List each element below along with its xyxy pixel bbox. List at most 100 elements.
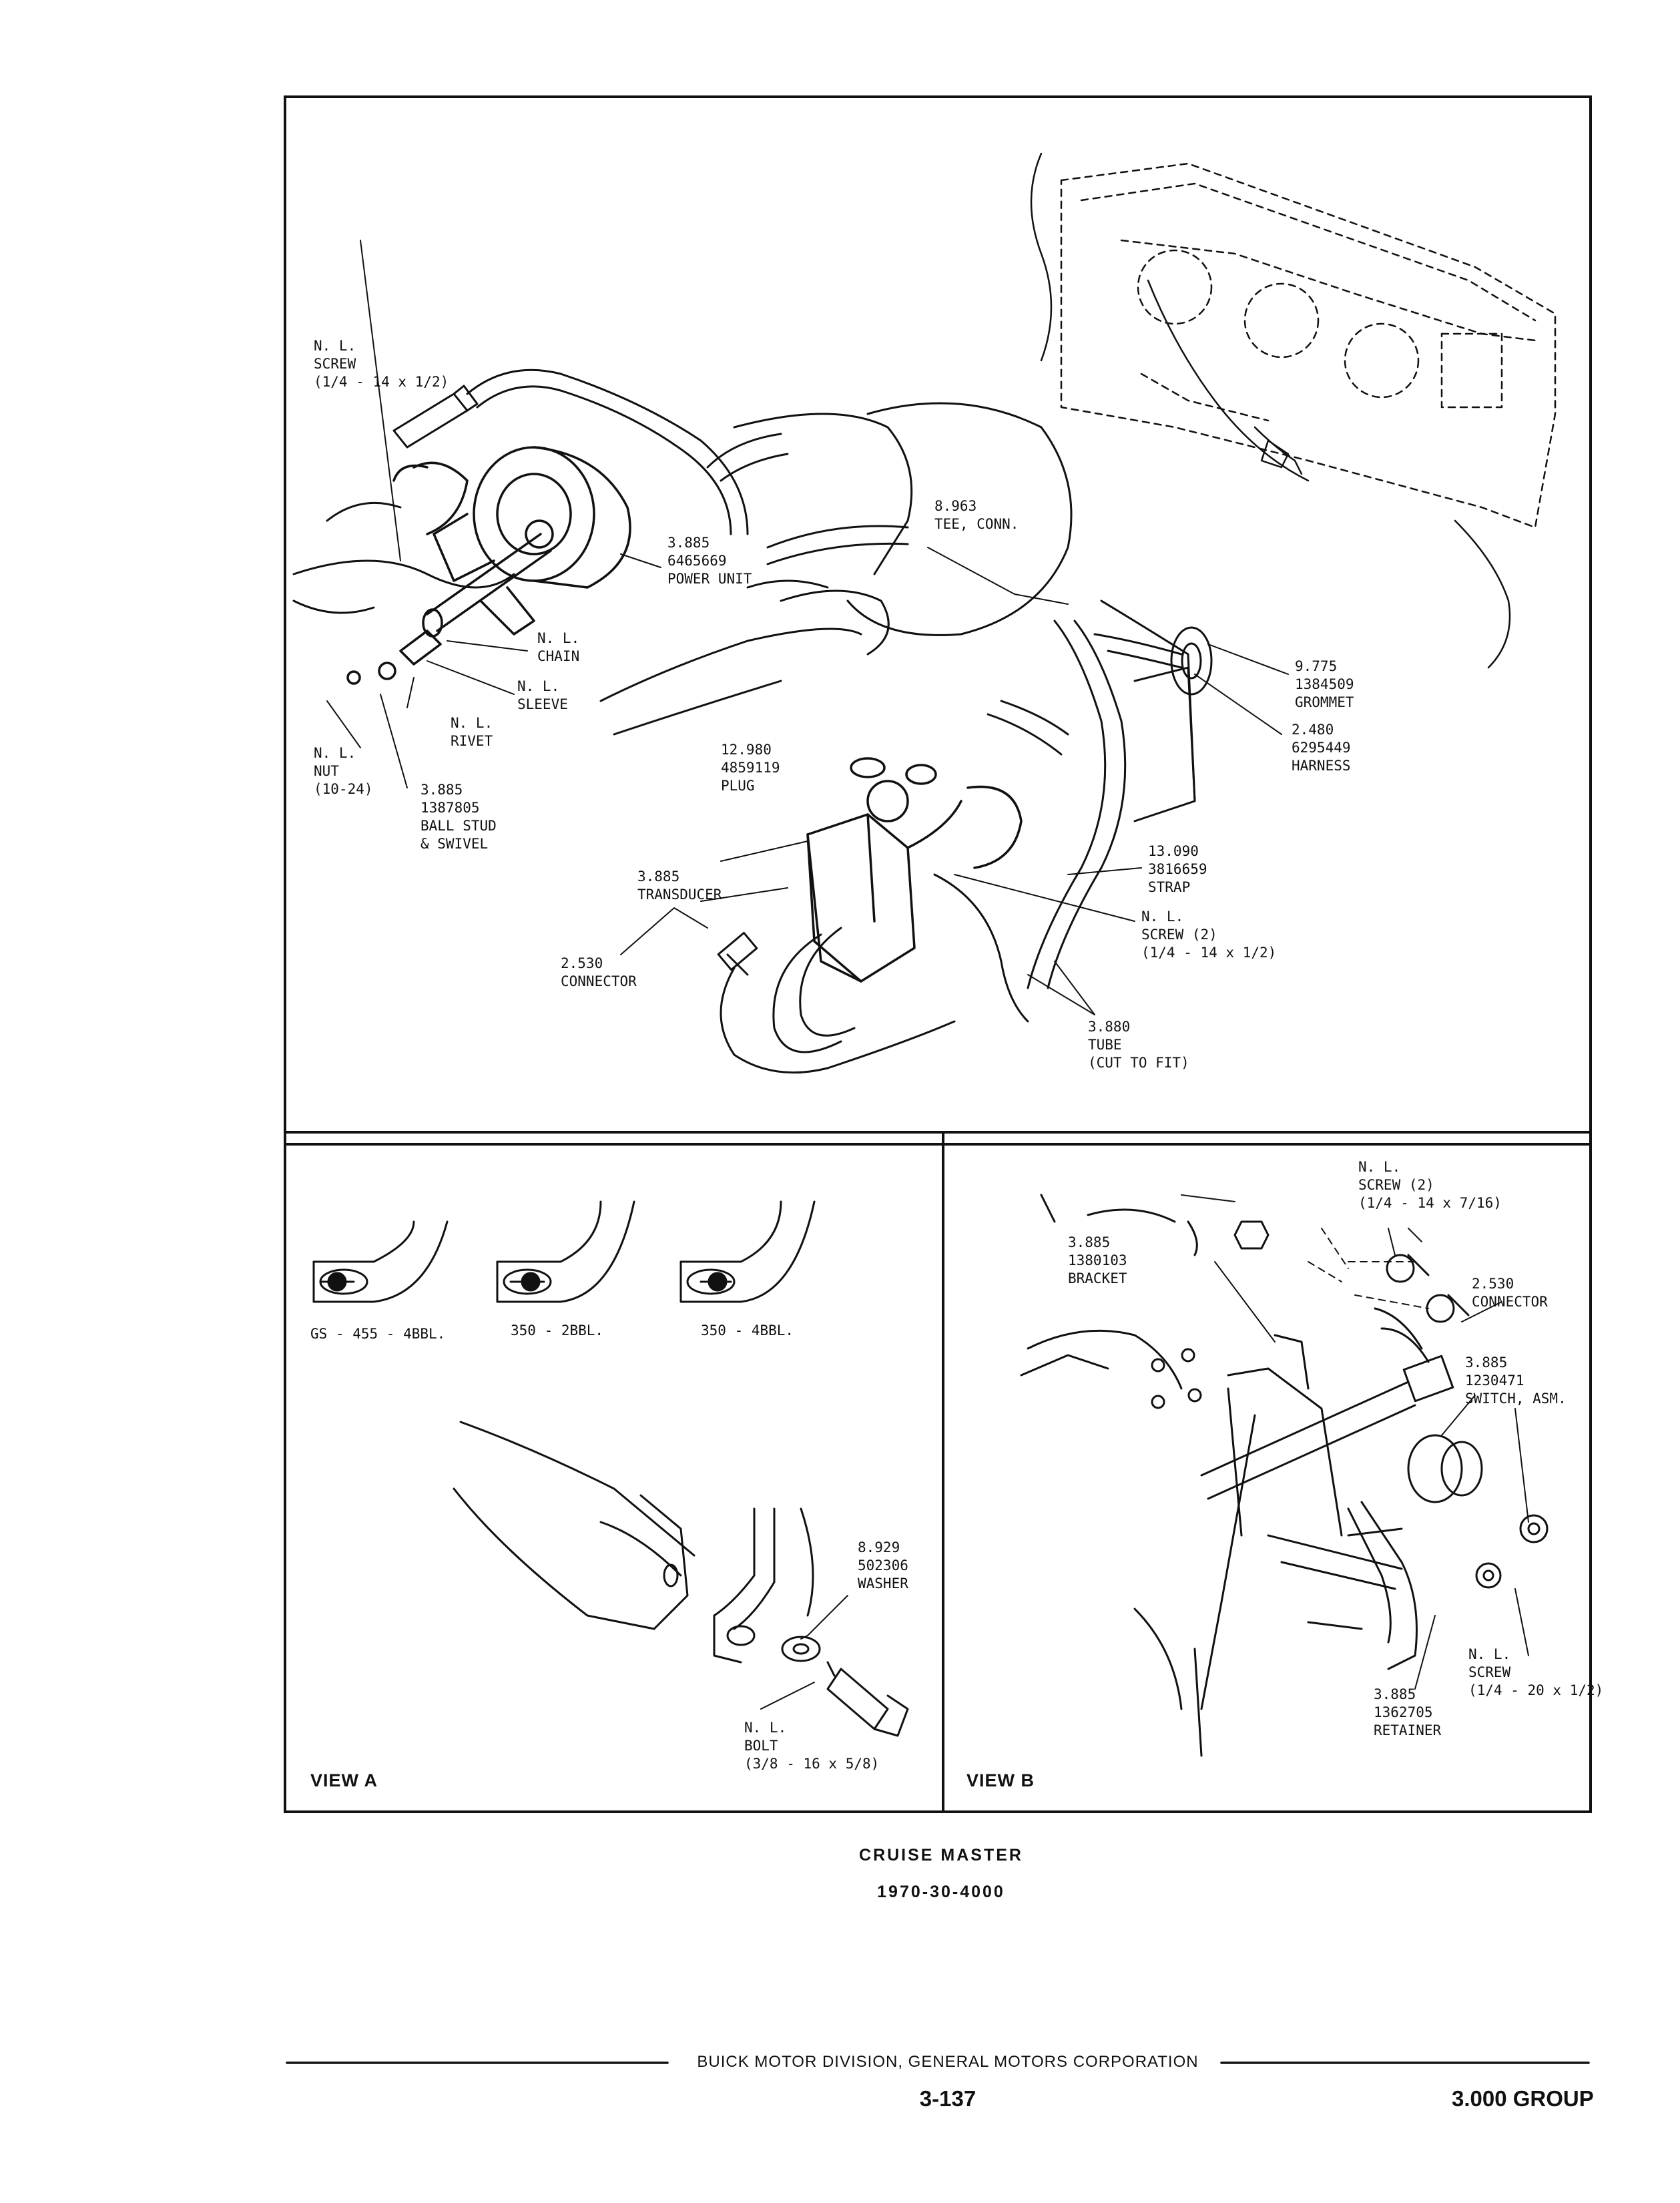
figure-caption-title: CRUISE MASTER	[859, 1846, 1023, 1865]
label-rivet: N. L. RIVET	[451, 714, 493, 750]
part-number: 3.885	[1374, 1686, 1416, 1702]
part-number: N. L.	[517, 678, 560, 694]
part-name: WASHER	[858, 1575, 908, 1592]
part-number: 3.885	[637, 869, 680, 885]
part-name: BOLT	[744, 1738, 778, 1754]
part-number: N. L.	[314, 745, 356, 761]
part-name: TEE, CONN.	[934, 516, 1019, 532]
footer-division: BUICK MOTOR DIVISION, GENERAL MOTORS COR…	[697, 2053, 1199, 2071]
part-name: SLEEVE	[517, 696, 568, 712]
part-id: 1230471	[1465, 1373, 1524, 1389]
part-number: N. L.	[314, 338, 356, 354]
harness	[987, 620, 1213, 989]
label-nut: N. L. NUT (10-24)	[314, 744, 373, 798]
footer-page-number: 3-137	[919, 2086, 976, 2111]
label-view-b-screw-top: N. L.SCREW (2)(1/4 - 14 x 7/16)	[1358, 1158, 1502, 1212]
part-name: SCREW	[314, 356, 356, 372]
part-number: 13.090	[1148, 843, 1199, 859]
figure-caption-code: 1970-30-4000	[877, 1883, 1005, 1901]
part-name: GROMMET	[1295, 694, 1354, 710]
part-number: 2.530	[561, 955, 603, 971]
hoses	[466, 369, 909, 565]
label-screw-top-left: N. L. SCREW (1/4 - 14 x 1/2)	[314, 337, 449, 391]
view-a-positions	[312, 1200, 816, 1303]
part-number: 3.885	[1068, 1234, 1111, 1250]
part-number: N. L.	[1468, 1646, 1511, 1662]
tube-loops	[717, 873, 1029, 1074]
part-name: HARNESS	[1292, 758, 1351, 774]
part-name: POWER UNIT	[667, 571, 752, 587]
view-a-throttle	[453, 1421, 909, 1737]
view-a-position-2-label: 350 - 2BBL.	[511, 1322, 604, 1338]
part-spec: (1/4 - 14 x 1/2)	[314, 374, 449, 390]
leader-lines-main	[326, 547, 1289, 1015]
part-name: SCREW	[1468, 1664, 1511, 1680]
main-illustration-frame	[284, 95, 1592, 1146]
part-name: STRAP	[1148, 879, 1191, 895]
part-id: 502306	[858, 1557, 908, 1573]
part-spec: (1/4 - 20 x 1/2)	[1468, 1682, 1604, 1698]
part-name: BALL STUD	[421, 818, 497, 834]
part-number: 8.929	[858, 1539, 900, 1555]
part-number: 2.480	[1292, 722, 1334, 738]
part-number: N. L.	[451, 715, 493, 731]
part-name: CHAIN	[537, 648, 580, 664]
part-spec: (1/4 - 14 x 1/2)	[1141, 945, 1277, 961]
part-number: 8.963	[934, 498, 977, 514]
footer-group: 3.000 GROUP	[1452, 2086, 1594, 2111]
engine-outline	[292, 402, 1196, 822]
dashboard-solid	[1030, 152, 1511, 669]
view-b-leaders	[1308, 1228, 1429, 1309]
dashboard-outline	[1060, 162, 1557, 529]
part-number: 9.775	[1295, 658, 1338, 674]
part-number: 3.885	[667, 535, 710, 551]
part-number: 2.530	[1472, 1276, 1514, 1292]
part-name: PLUG	[721, 778, 755, 794]
part-name: NUT	[314, 763, 339, 779]
part-spec: (10-24)	[314, 781, 373, 797]
part-name: TUBE	[1088, 1037, 1122, 1053]
part-name: TRANSDUCER	[637, 887, 722, 903]
view-a-position-3-label: 350 - 4BBL.	[701, 1322, 794, 1338]
view-b-assembly	[1020, 1194, 1549, 1757]
label-chain: N. L.CHAIN	[537, 630, 579, 666]
view-b-title: VIEW B	[966, 1770, 1035, 1790]
label-view-b-screw-bottom: N. L. SCREW (1/4 - 20 x 1/2)	[1468, 1646, 1603, 1700]
view-b-solid-leaders	[1181, 1194, 1529, 1690]
part-number: 12.980	[721, 742, 772, 758]
part-id: 3816659	[1148, 861, 1207, 877]
part-name: SCREW (2)	[1358, 1177, 1434, 1193]
part-id: 6295449	[1292, 740, 1351, 756]
view-a-position-1-label: GS - 455 - 4BBL.	[310, 1326, 446, 1342]
label-sleeve: N. L. SLEEVE	[517, 678, 568, 714]
part-number: 3.885	[1465, 1355, 1508, 1371]
part-number: N. L.	[1141, 909, 1184, 925]
part-number: N. L.	[744, 1720, 787, 1736]
part-name: CONNECTOR	[1472, 1294, 1548, 1310]
part-id: 6465669	[667, 553, 727, 569]
label-screw-2: N. L. SCREW (2) (1/4 - 14 x 1/2)	[1141, 908, 1276, 962]
part-id: 1384509	[1295, 676, 1354, 692]
part-name-2: & SWIVEL	[421, 836, 489, 852]
part-spec: (3/8 - 16 x 5/8)	[744, 1756, 880, 1772]
part-id: 1380103	[1068, 1252, 1127, 1268]
view-b-frame	[942, 1131, 1592, 1813]
part-name: SCREW (2)	[1141, 927, 1217, 943]
part-name: RIVET	[451, 733, 493, 749]
chain-rod	[346, 533, 552, 685]
part-name: CONNECTOR	[561, 973, 637, 989]
part-name: BRACKET	[1068, 1270, 1127, 1286]
